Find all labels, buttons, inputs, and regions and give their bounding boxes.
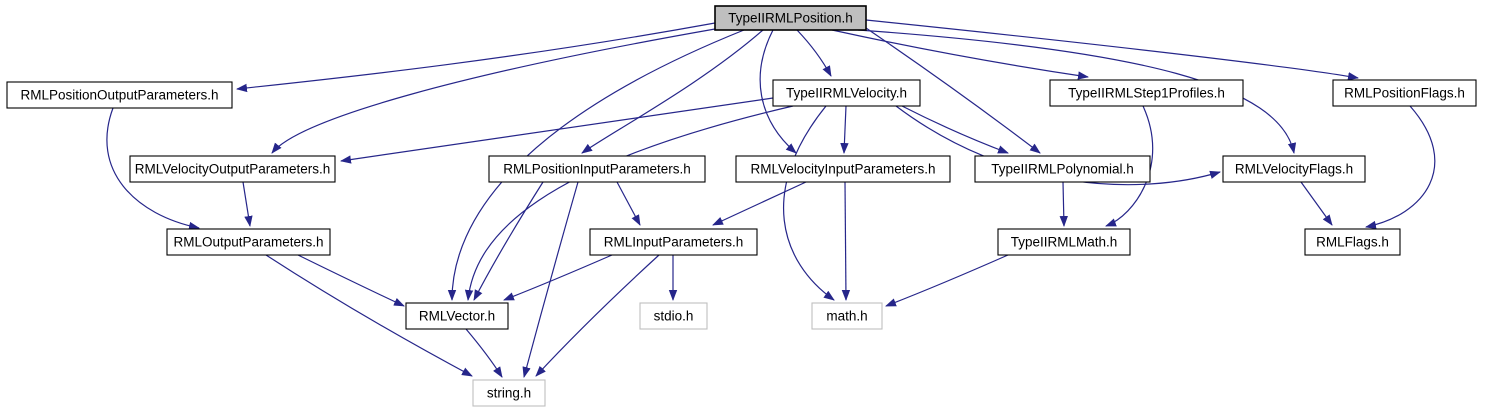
include-edge-pos-to-velflags — [857, 29, 1297, 154]
graph-node-rmlpositioninputparameters-h[interactable]: RMLPositionInputParameters.h — [488, 155, 706, 183]
node-box[interactable] — [772, 79, 921, 107]
include-edge-out-to-string — [265, 254, 473, 377]
node-box — [639, 302, 708, 330]
graph-node-typeiirmlpolynomial-h[interactable]: TypeIIRMLPolynomial.h — [974, 155, 1151, 183]
include-edge-posin-to-in — [616, 181, 641, 226]
node-label: RMLOutputParameters.h — [173, 235, 323, 250]
include-edge-velin-to-math — [841, 181, 851, 301]
graph-node-typeiirmlmath-h[interactable]: TypeIIRMLMath.h — [997, 228, 1131, 256]
node-box[interactable] — [488, 155, 706, 183]
node-label: stdio.h — [654, 309, 694, 324]
node-label: TypeIIRMLMath.h — [1011, 235, 1118, 250]
include-edge-vel-to-math — [782, 105, 835, 301]
include-edge-pos-to-posflags — [865, 19, 1359, 81]
graph-node-rmlvelocityoutputparameters-h[interactable]: RMLVelocityOutputParameters.h — [129, 155, 336, 183]
node-label: RMLVelocityInputParameters.h — [750, 162, 935, 177]
graph-node-rmlvelocityinputparameters-h[interactable]: RMLVelocityInputParameters.h — [735, 155, 951, 183]
node-box[interactable] — [405, 302, 509, 330]
node-label: RMLVelocityOutputParameters.h — [135, 162, 331, 177]
node-label: RMLInputParameters.h — [604, 235, 744, 250]
graph-node-stdio-h: stdio.h — [639, 302, 708, 330]
node-label: TypeIIRMLPosition.h — [728, 11, 853, 26]
include-edge-vel-to-vector — [464, 105, 794, 301]
include-edge-poly-to-math2 — [1059, 181, 1068, 227]
include-edge-step1-to-math2 — [1105, 105, 1154, 227]
include-edge-posout-to-out — [106, 107, 200, 231]
graph-node-rmlflags-h[interactable]: RMLFlags.h — [1304, 228, 1401, 256]
include-edge-pos-to-posin — [581, 29, 764, 154]
include-edge-pos-to-vel — [796, 29, 832, 77]
node-label: TypeIIRMLPolynomial.h — [991, 162, 1134, 177]
graph-node-typeiirmlposition-h: TypeIIRMLPosition.h — [714, 5, 867, 31]
graph-node-typeiirmlstep1profiles-h[interactable]: TypeIIRMLStep1Profiles.h — [1049, 79, 1244, 107]
node-box[interactable] — [997, 228, 1131, 256]
include-edge-in-to-vector — [503, 254, 613, 301]
include-edge-vel-to-velout — [340, 97, 774, 164]
include-edge-vel-to-poly — [901, 105, 1009, 154]
node-box[interactable] — [735, 155, 951, 183]
include-edge-velin-to-in — [712, 181, 807, 226]
node-box — [714, 5, 867, 31]
node-box — [811, 302, 883, 330]
node-label: math.h — [826, 309, 867, 324]
graph-node-typeiirmlvelocity-h[interactable]: TypeIIRMLVelocity.h — [772, 79, 921, 107]
node-box[interactable] — [1222, 155, 1366, 183]
include-edge-pos-to-posout — [236, 22, 716, 93]
graph-node-math-h: math.h — [811, 302, 883, 330]
node-label: TypeIIRMLStep1Profiles.h — [1068, 86, 1225, 101]
node-label: TypeIIRMLVelocity.h — [786, 86, 907, 101]
node-box[interactable] — [1304, 228, 1401, 256]
node-box[interactable] — [974, 155, 1151, 183]
node-label: RMLPositionInputParameters.h — [503, 162, 691, 177]
node-box[interactable] — [166, 228, 331, 256]
graph-node-rmlinputparameters-h[interactable]: RMLInputParameters.h — [589, 228, 758, 256]
include-edge-posflags-to-flags — [1365, 105, 1436, 230]
include-edge-pos-to-step1 — [831, 29, 1089, 80]
node-label: string.h — [487, 386, 531, 401]
include-edge-pos-to-velin — [759, 29, 797, 154]
node-label: RMLPositionOutputParameters.h — [20, 88, 218, 103]
include-edge-vel-to-velin — [840, 105, 849, 154]
node-box[interactable] — [6, 81, 233, 109]
graph-node-rmlpositionflags-h[interactable]: RMLPositionFlags.h — [1332, 79, 1477, 107]
node-box[interactable] — [589, 228, 758, 256]
include-edge-vector-to-string — [465, 328, 503, 378]
node-box[interactable] — [1049, 79, 1244, 107]
node-box[interactable] — [1332, 79, 1477, 107]
node-box — [472, 379, 546, 407]
node-layer: TypeIIRMLPosition.hRMLPositionOutputPara… — [6, 5, 1477, 407]
graph-node-rmlvelocityflags-h[interactable]: RMLVelocityFlags.h — [1222, 155, 1366, 183]
include-edge-out-to-vector — [297, 254, 405, 307]
node-box[interactable] — [129, 155, 336, 183]
node-label: RMLFlags.h — [1316, 235, 1389, 250]
edge-layer — [106, 19, 1436, 378]
node-label: RMLPositionFlags.h — [1344, 86, 1465, 101]
graph-node-string-h: string.h — [472, 379, 546, 407]
include-edge-pos-to-poly — [865, 27, 1041, 154]
graph-node-rmlvector-h[interactable]: RMLVector.h — [405, 302, 509, 330]
node-label: RMLVelocityFlags.h — [1235, 162, 1353, 177]
include-edge-pos-to-velout — [271, 28, 716, 154]
include-edge-in-to-string — [535, 254, 660, 377]
include-edge-velout-to-out — [242, 181, 253, 227]
include-edge-posin-to-string — [522, 181, 579, 378]
graph-node-rmloutputparameters-h[interactable]: RMLOutputParameters.h — [166, 228, 331, 256]
include-edge-math2-to-math — [885, 254, 1009, 307]
node-label: RMLVector.h — [419, 309, 495, 324]
include-edge-velflags-to-flags — [1300, 181, 1333, 226]
include-edge-posin-to-vector — [473, 181, 544, 301]
graph-node-rmlpositionoutputparameters-h[interactable]: RMLPositionOutputParameters.h — [6, 81, 233, 109]
